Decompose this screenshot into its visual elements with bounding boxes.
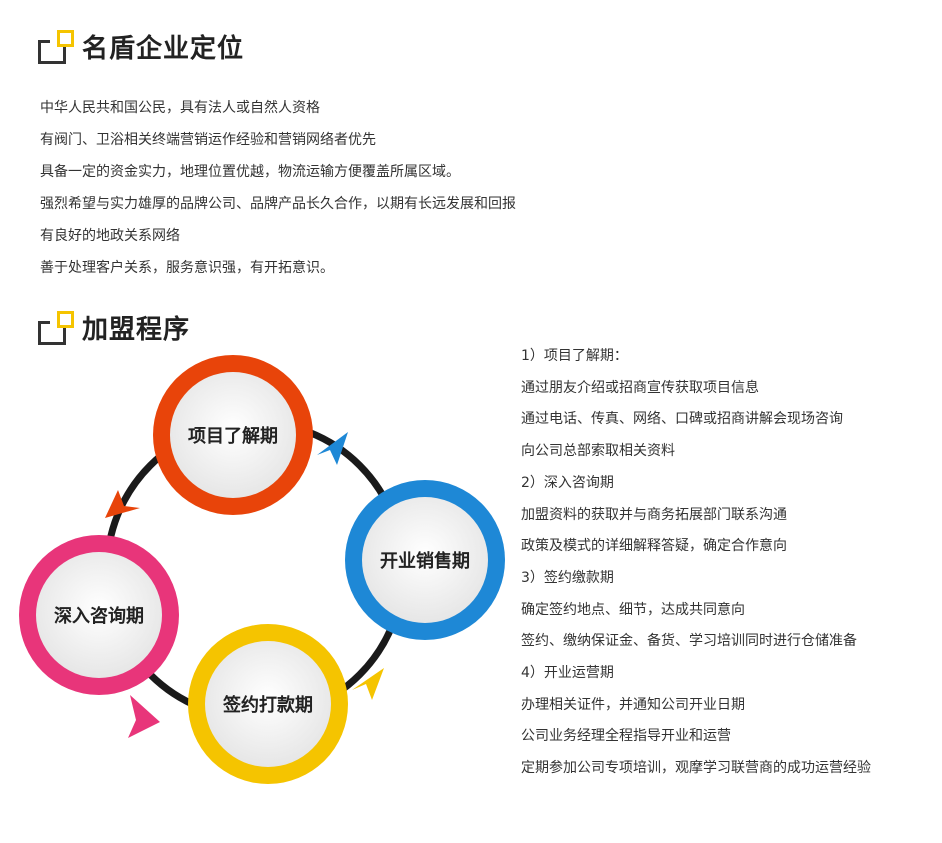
list-item: 政策及模式的详细解释答疑，确定合作意向 (521, 538, 787, 555)
section-square-icon (38, 310, 74, 345)
list-item: 通过电话、传真、网络、口碑或招商讲解会现场咨询 (521, 411, 843, 428)
stage-label: 深入咨询期 (54, 605, 144, 627)
section-header-procedure: 加盟程序 (38, 309, 190, 346)
arrow-pink-icon (128, 695, 160, 738)
list-item: 有良好的地政关系网络 (40, 228, 180, 244)
franchise-cycle-diagram: 项目了解期 开业销售期 签约打款期 深入咨询期 (19, 355, 505, 784)
section-title-procedure: 加盟程序 (82, 315, 191, 345)
stage-circle-consulting: 深入咨询期 (19, 535, 179, 695)
list-item: 4）开业运营期 (521, 665, 614, 682)
list-item: 公司业务经理全程指导开业和运营 (521, 728, 731, 745)
requirements-list: 中华人民共和国公民，具有法人或自然人资格 有阀门、卫浴相关终端营销运作经验和营销… (40, 92, 516, 284)
stage-circle-signing: 签约打款期 (188, 624, 348, 784)
list-item: 善于处理客户关系，服务意识强，有开拓意识。 (40, 260, 334, 276)
list-item: 具备一定的资金实力，地理位置优越，物流运输方便覆盖所属区域。 (40, 164, 460, 180)
list-item: 定期参加公司专项培训，观摩学习联营商的成功运营经验 (521, 760, 871, 777)
stage-circle-project: 项目了解期 (153, 355, 313, 515)
list-item: 通过朋友介绍或招商宣传获取项目信息 (521, 379, 759, 396)
list-item: 加盟资料的获取并与商务拓展部门联系沟通 (521, 506, 787, 523)
list-item: 签约、缴纳保证金、备货、学习培训同时进行仓储准备 (521, 633, 857, 650)
list-item: 办理相关证件，并通知公司开业日期 (521, 696, 745, 713)
section-square-icon (38, 29, 74, 64)
section-title-positioning: 名盾企业定位 (82, 34, 245, 64)
arrow-yellow-icon (352, 668, 384, 700)
list-item: 有阀门、卫浴相关终端营销运作经验和营销网络者优先 (40, 132, 376, 148)
list-item: 确定签约地点、细节，达成共同意向 (521, 601, 745, 618)
stage-label: 签约打款期 (222, 694, 313, 716)
list-item: 向公司总部索取相关资料 (521, 443, 675, 460)
procedure-steps-list: 1）项目了解期： 通过朋友介绍或招商宣传获取项目信息 通过电话、传真、网络、口碑… (521, 341, 871, 785)
list-item: 强烈希望与实力雄厚的品牌公司、品牌产品长久合作，以期有长远发展和回报 (40, 196, 516, 212)
stage-circle-opening: 开业销售期 (345, 480, 505, 640)
stage-label: 开业销售期 (380, 550, 470, 572)
list-item: 3）签约缴款期 (521, 569, 614, 586)
list-item: 1）项目了解期： (521, 348, 628, 364)
arrow-orange-icon (105, 490, 140, 518)
stage-label: 项目了解期 (188, 425, 278, 447)
list-item: 中华人民共和国公民，具有法人或自然人资格 (40, 100, 320, 116)
list-item: 2）深入咨询期 (521, 474, 614, 491)
section-header-positioning: 名盾企业定位 (38, 28, 244, 65)
arrow-blue-icon (317, 432, 348, 465)
